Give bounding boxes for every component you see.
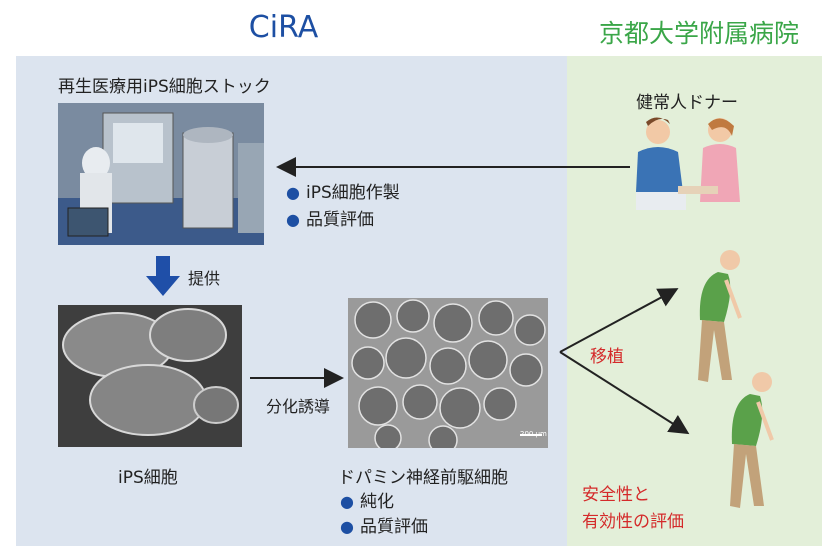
donor-label: 健常人ドナー bbox=[636, 93, 738, 113]
bullet-dot-icon: ● bbox=[286, 210, 300, 229]
lab-photo bbox=[58, 103, 264, 245]
patient-illustration-1 bbox=[678, 240, 758, 390]
bullet-dot-icon: ● bbox=[340, 517, 354, 536]
hospital-title: 京都大学附属病院 bbox=[598, 19, 799, 48]
stock-title: 再生医療用iPS細胞ストック bbox=[58, 77, 271, 97]
stock-bullet-1: ●iPS細胞作製 bbox=[286, 183, 400, 203]
dopamine-bullet-2: ●品質評価 bbox=[340, 517, 428, 537]
ips-cell-image bbox=[58, 305, 242, 447]
provide-arrow bbox=[146, 256, 180, 296]
transplant-arrow-upper bbox=[559, 288, 679, 353]
evaluation-line-2: 有効性の評価 bbox=[582, 512, 684, 532]
ips-label: iPS細胞 bbox=[118, 468, 178, 488]
transplant-label: 移植 bbox=[590, 347, 624, 367]
donor-illustration bbox=[628, 112, 758, 216]
stock-bullet-2: ●品質評価 bbox=[286, 210, 374, 230]
patient-illustration-2 bbox=[712, 368, 792, 518]
differentiation-label: 分化誘導 bbox=[266, 397, 331, 416]
dopamine-bullet-1: ●純化 bbox=[340, 492, 394, 512]
bullet-dot-icon: ● bbox=[340, 492, 354, 511]
scale-bar-label: 200 μm bbox=[520, 430, 547, 438]
hospital-panel bbox=[567, 56, 822, 546]
evaluation-line-1: 安全性と bbox=[582, 485, 650, 505]
transplant-arrow-lower bbox=[559, 351, 690, 435]
provide-label: 提供 bbox=[188, 269, 221, 288]
cira-title: CiRA bbox=[248, 10, 319, 45]
dopamine-label: ドパミン神経前駆細胞 bbox=[338, 468, 508, 488]
dopamine-cell-image bbox=[348, 298, 548, 448]
bullet-dot-icon: ● bbox=[286, 183, 300, 202]
